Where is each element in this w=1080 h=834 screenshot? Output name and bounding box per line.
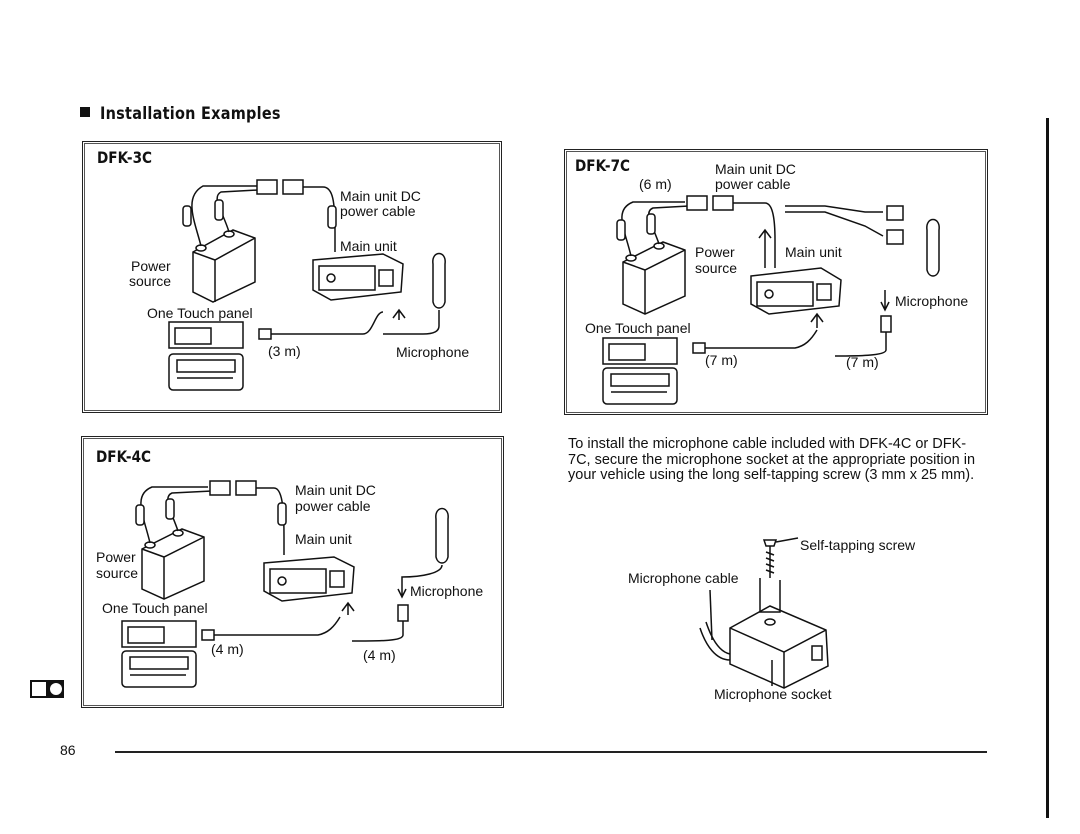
panel-dfk4c-title: DFK-4C [96,447,152,466]
dfk7c-length-top-label: (6 m) [639,176,672,192]
dfk7c-power-label-2: source [695,260,738,276]
section-title: Installation Examples [100,104,281,124]
dfk3c-main-unit-label: Main unit [340,238,397,254]
page-edge-line [1046,118,1049,818]
dfk3c-length-label: (3 m) [268,343,301,359]
cable-label: Microphone cable [628,570,739,586]
dfk7c-length-a-label: (7 m) [705,352,738,368]
footer-rule [115,751,987,753]
page-number: 86 [60,742,76,758]
dfk4c-length-a-label: (4 m) [211,641,244,657]
dfk3c-dc-cable-label-1: Main unit DC [340,188,421,204]
dfk3c-diagram [168,179,446,391]
dfk4c-power-label-2: source [96,565,139,581]
dfk4c-length-b-label: (4 m) [363,647,396,663]
dfk7c-dc-cable-label-1: Main unit DC [715,161,796,177]
socket-label: Microphone socket [714,686,832,702]
dfk7c-diagram [602,195,940,405]
heading-bullet [80,107,90,117]
dfk3c-power-label-2: source [129,273,172,289]
dfk4c-power-label-1: Power [96,549,136,565]
panel-dfk4c: DFK-4C [81,436,504,708]
dfk3c-one-touch-label: One Touch panel [147,305,253,321]
dfk3c-dc-cable-label-2: power cable [340,203,416,219]
chapter-tab-icon [30,680,64,698]
dfk3c-microphone-label: Microphone [396,344,470,360]
instructions-text: To install the microphone cable included… [568,436,976,483]
dfk4c-dc-cable-label-2: power cable [295,498,371,514]
dfk4c-diagram [121,480,449,688]
dfk7c-one-touch-label: One Touch panel [585,320,691,336]
dfk7c-dc-cable-label-2: power cable [715,176,791,192]
dfk7c-microphone-label: Microphone [895,293,969,309]
dfk4c-dc-cable-label-1: Main unit DC [295,482,376,498]
dfk3c-power-label-1: Power [131,258,171,274]
panel-dfk3c-title: DFK-3C [97,148,153,167]
dfk7c-power-label-1: Power [695,244,735,260]
panel-dfk7c: DFK-7C [564,149,988,415]
dfk7c-length-b-label: (7 m) [846,354,879,370]
panel-dfk7c-title: DFK-7C [575,156,631,175]
panel-dfk3c: DFK-3C [82,141,502,413]
screw-label: Self-tapping screw [800,537,916,553]
dfk7c-main-unit-label: Main unit [785,244,842,260]
dfk4c-microphone-label: Microphone [410,583,484,599]
dfk4c-one-touch-label: One Touch panel [102,600,208,616]
dfk4c-main-unit-label: Main unit [295,531,352,547]
